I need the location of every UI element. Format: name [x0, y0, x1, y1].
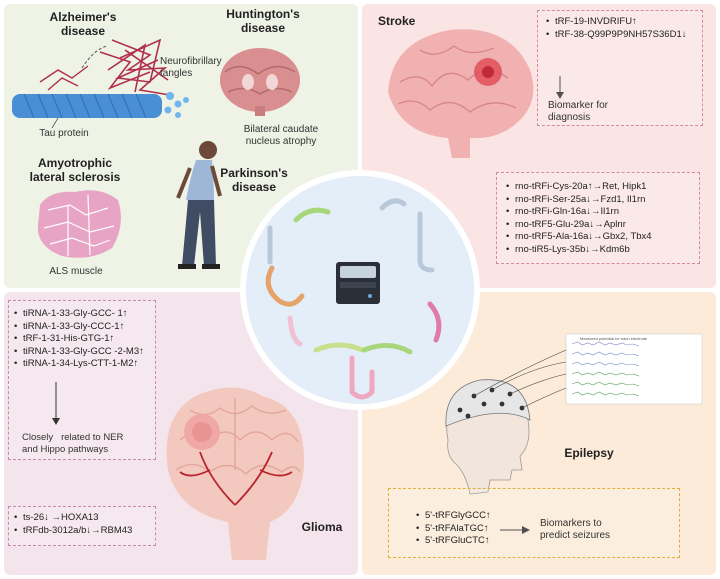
als-title: Amyotrophic lateral sclerosis [29, 156, 121, 184]
alzheimers-title: Alzheimer's disease [49, 10, 117, 38]
stroke-biomarker-note: Biomarker for diagnosis [548, 100, 609, 123]
microtubule-icon [12, 92, 189, 119]
stroke-target-list: rno-tRFi-Cys-20a↑→Ret, Hipk1 rno-tRFi-Se… [506, 181, 652, 256]
stroke-title: Stroke [378, 14, 416, 28]
eeg-head-icon [445, 349, 567, 495]
list-item: 5'-tRFGlyGCC↑ [416, 510, 491, 523]
glioma-title: Glioma [301, 520, 343, 534]
neurofibrillary-tangles-icon [99, 38, 171, 96]
epilepsy-note: Biomarkers to predict seizures [540, 518, 611, 541]
list-item: tRF-19-INVDRIFU↑ [546, 16, 686, 29]
parkinsons-title: Parkinson's disease [220, 166, 288, 194]
list-item: 5'-tRFAlaTGC↑ [416, 523, 491, 536]
list-item: tRF-1-31-His-GTG-1↑ [14, 333, 144, 346]
list-item: tiRNA-1-33-Gly-GCC- 1↑ [14, 308, 144, 321]
list-item: rno-tRFi-Cys-20a↑→Ret, Hipk1 [506, 181, 652, 194]
als-muscle-label: ALS muscle [49, 266, 103, 277]
list-item: rno-tRF5-Glu-29a↓→Aplnr [506, 219, 652, 232]
epilepsy-fragment-list: 5'-tRFGlyGCC↑ 5'-tRFAlaTGC↑ 5'-tRFGluCTC… [416, 510, 491, 548]
list-item: tiRNA-1-33-Gly-GCC -2-M3↑ [14, 346, 144, 359]
trna-fragment-icons [265, 198, 442, 400]
huntington-brain-icon [220, 48, 300, 116]
glioma-brain-icon [166, 387, 305, 560]
als-muscle-icon [37, 190, 121, 258]
glioma-target-list: ts-26↓ →HOXA13 tRFdb-3012a/b↓→RBM43 [14, 512, 132, 537]
alz-arrow-icon [81, 45, 109, 69]
epilepsy-title: Epilepsy [564, 446, 614, 460]
list-item: tRFdb-3012a/b↓→RBM43 [14, 525, 132, 538]
list-item: rno-tRFi-Gln-16a↓→Il1rn [506, 206, 652, 219]
eeg-header: Measured potential for each electrode [580, 336, 648, 341]
tau-filament-icon [39, 65, 89, 91]
list-item: rno-tRFi-Ser-25a↓→Fzd1, Il1rn [506, 194, 652, 207]
tau-protein-label: Tau protein [39, 128, 89, 139]
list-item: tiRNA-1-34-Lys-CTT-1-M2↑ [14, 358, 144, 371]
list-item: rno-tiR5-Lys-35b↓→Kdm6b [506, 244, 652, 257]
parkinsons-person-icon [176, 141, 222, 269]
stroke-brain-icon [388, 29, 534, 158]
list-item: ts-26↓ →HOXA13 [14, 512, 132, 525]
glioma-pathway-note: Closely related to NER and Hippo pathway… [22, 432, 124, 455]
list-item: tiRNA-1-33-Gly-CCC-1↑ [14, 321, 144, 334]
stroke-biomarker-list: tRF-19-INVDRIFU↑ tRF-38-Q99P9P9NH57S36D1… [546, 16, 686, 41]
list-item: rno-tRF5-Ala-16a↓→Gbx2, Tbx4 [506, 231, 652, 244]
list-item: 5'-tRFGluCTC↑ [416, 535, 491, 548]
sequencer-icon [336, 262, 380, 304]
list-item: tRF-38-Q99P9P9NH57S36D1↓ [546, 29, 686, 42]
tangles-label: Neurofibrillary tangles [160, 56, 222, 79]
eeg-chart-icon [565, 333, 703, 405]
huntingtons-title: Huntington's disease [226, 7, 300, 35]
caudate-atrophy-label: Bilateral caudate nucleus atrophy [243, 124, 319, 147]
glioma-fragment-list: tiRNA-1-33-Gly-GCC- 1↑ tiRNA-1-33-Gly-CC… [14, 308, 144, 371]
